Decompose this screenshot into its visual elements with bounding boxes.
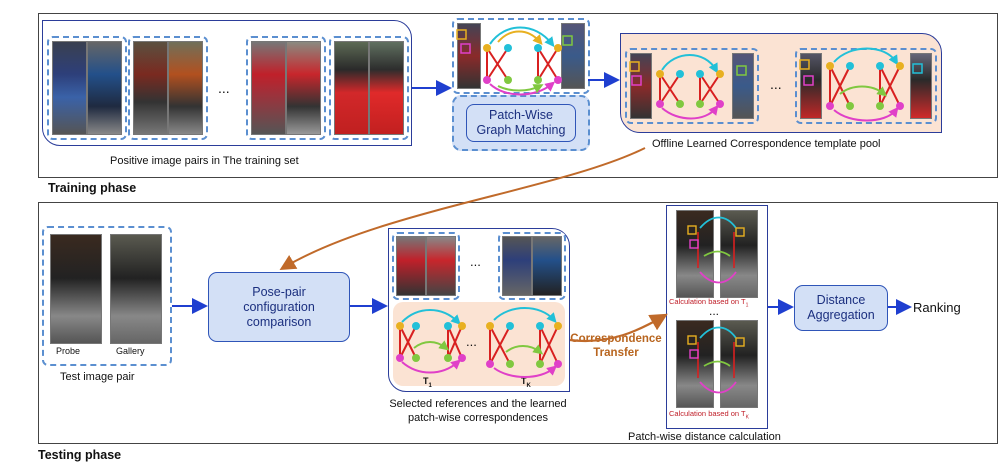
calc-t1-overlay xyxy=(687,216,745,284)
reference-pair-k xyxy=(498,232,566,300)
ellipsis: ... xyxy=(470,254,481,269)
person-image xyxy=(168,41,203,135)
pool-template-1 xyxy=(625,48,759,124)
pose-pair-comparison-node: Pose-pair configuration comparison xyxy=(208,272,350,342)
distance-aggregation-line-1: Distance xyxy=(816,293,866,307)
reference-pair-1 xyxy=(392,232,460,300)
training-pair-4 xyxy=(329,36,409,140)
positive-pairs-container xyxy=(42,20,412,146)
pose-pair-line-3: comparison xyxy=(246,314,312,329)
ellipsis: ... xyxy=(770,76,782,92)
person-image xyxy=(133,41,168,135)
graph-matching-graph xyxy=(456,26,573,96)
person-image xyxy=(532,236,562,296)
graph-matching-line-2: Graph Matching xyxy=(476,123,566,137)
person-image xyxy=(369,41,404,135)
correspondence-transfer-label: Correspondence Transfer xyxy=(570,333,662,359)
distance-calculation-caption: Patch-wise distance calculation xyxy=(628,431,781,443)
person-image xyxy=(396,236,426,296)
selected-caption-line-2: patch-wise correspondences xyxy=(407,412,549,424)
correspondence-t1-graph xyxy=(396,309,466,374)
ellipsis: ... xyxy=(218,80,230,96)
testing-phase-label: Testing phase xyxy=(38,448,122,462)
distance-aggregation-line-2: Aggregation xyxy=(807,308,875,322)
selected-caption-line-1: Selected references and the learned xyxy=(389,398,567,410)
positive-pairs-caption: Positive image pairs in The training set xyxy=(110,155,299,167)
calculation-t1-label: Calculation based on T1 xyxy=(669,297,749,309)
calc-tk-overlay xyxy=(687,326,745,394)
training-pair-1 xyxy=(47,36,127,140)
testing-frame xyxy=(38,202,998,444)
person-image xyxy=(457,23,481,89)
person-image xyxy=(561,23,585,89)
pose-pair-line-1: Pose-pair xyxy=(252,284,306,299)
person-image xyxy=(426,236,456,296)
template-pool-caption: Offline Learned Correspondence template … xyxy=(652,138,881,150)
training-frame xyxy=(38,13,998,178)
arrow-pool-to-pose xyxy=(279,147,646,271)
ellipsis: ... xyxy=(709,304,720,318)
test-image-pair: Probe Gallery xyxy=(42,226,172,366)
patch-wise-graph-matching-node: Patch-Wise Graph Matching xyxy=(452,95,590,151)
person-image xyxy=(502,236,532,296)
pose-pair-line-2: configuration xyxy=(243,299,315,314)
person-image xyxy=(334,41,369,135)
template-tk-label: TK xyxy=(521,376,531,389)
correspondence-tk-graph xyxy=(486,307,562,378)
template-t1-label: T1 xyxy=(423,376,432,389)
distance-aggregation-node: Distance Aggregation xyxy=(794,285,888,331)
training-pair-2 xyxy=(128,36,208,140)
training-phase-label: Training phase xyxy=(48,181,137,195)
arrow-correspondence-transfer xyxy=(569,313,668,342)
ellipsis: ... xyxy=(466,334,477,349)
gallery-image xyxy=(110,234,162,344)
probe-image xyxy=(50,234,102,344)
person-image xyxy=(87,41,122,135)
person-image xyxy=(910,53,932,119)
person-image xyxy=(286,41,321,135)
person-image xyxy=(251,41,286,135)
calculation-tk-label: Calculation based on TK xyxy=(669,409,749,421)
graph-matching-line-1: Patch-Wise xyxy=(489,108,553,122)
test-pair-caption: Test image pair xyxy=(60,371,135,383)
pool-template-k-graph xyxy=(799,47,923,122)
ranking-label: Ranking xyxy=(913,300,961,315)
pool-template-1-graph xyxy=(629,54,747,120)
gallery-label: Gallery xyxy=(116,346,145,356)
training-pair-3 xyxy=(246,36,326,140)
person-image xyxy=(630,53,652,119)
person-image xyxy=(52,41,87,135)
probe-label: Probe xyxy=(56,346,81,356)
